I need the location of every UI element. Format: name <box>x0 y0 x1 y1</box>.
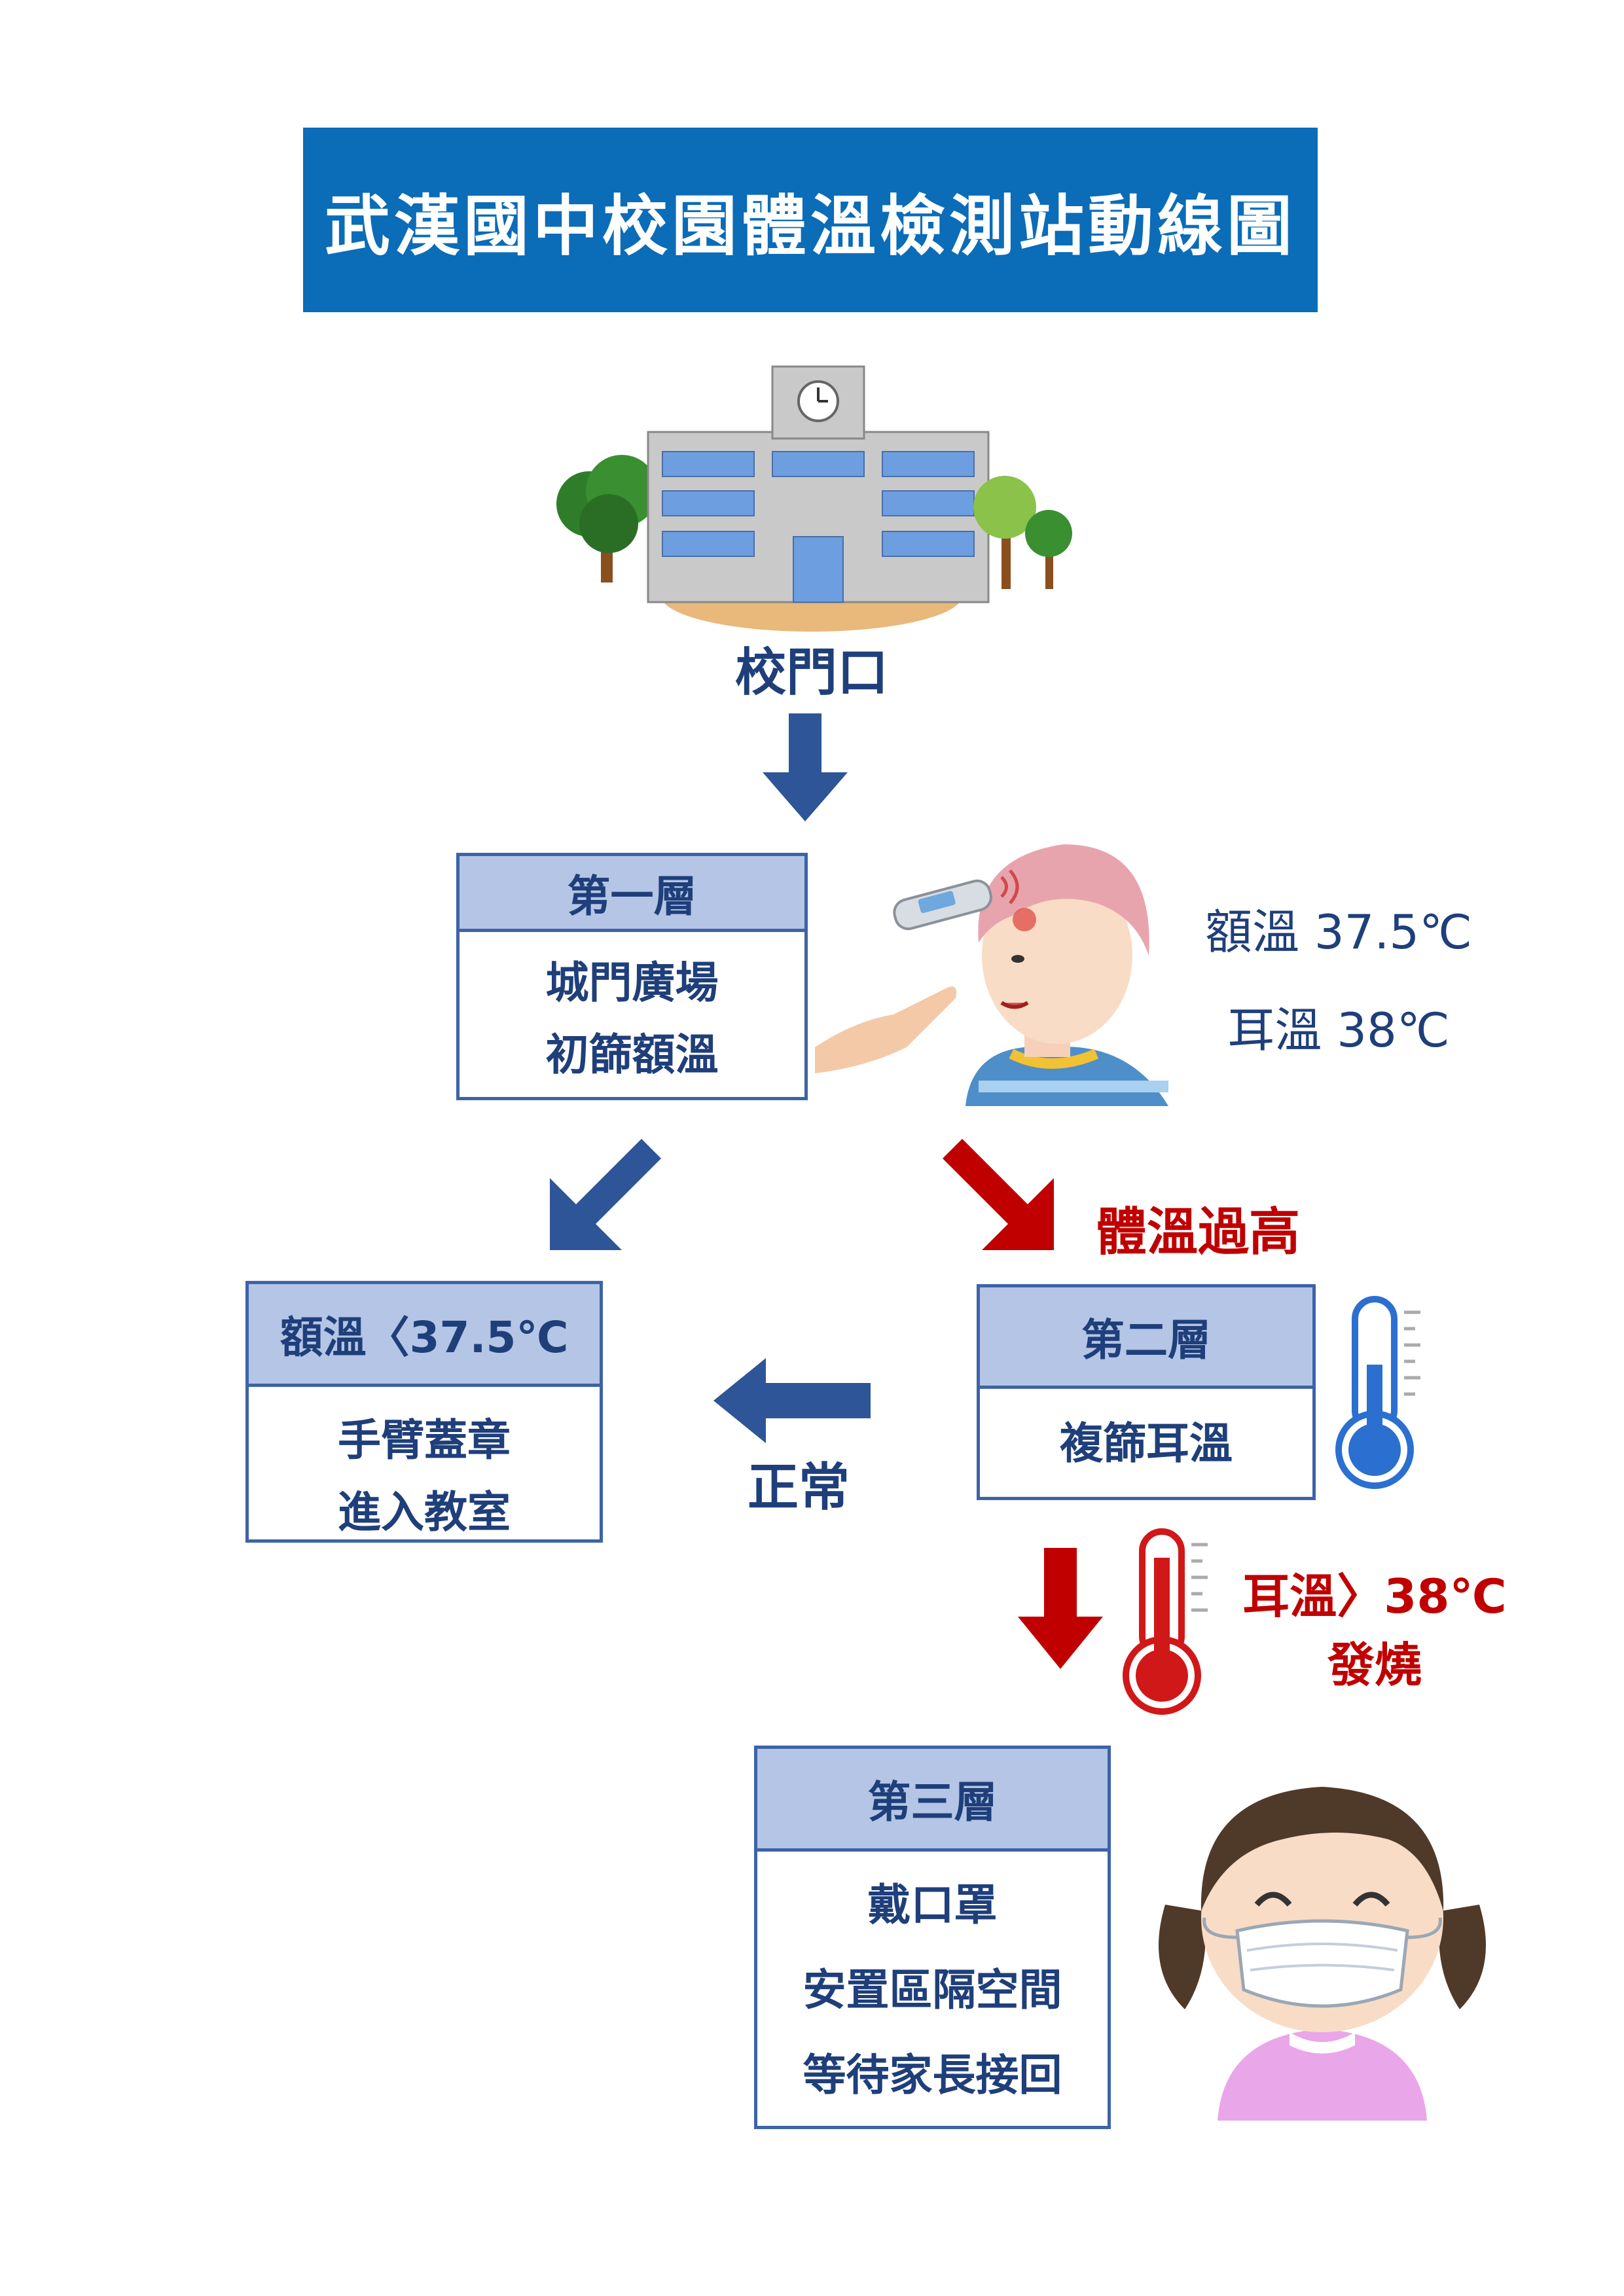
school-building-illustration <box>556 365 1072 632</box>
normal-header: 額溫〈37.5℃ <box>249 1284 600 1387</box>
title-banner: 武漢國中校園體溫檢測站動線圖 <box>303 128 1318 312</box>
layer3-line-3: 等待家長接回 <box>803 2050 1062 2100</box>
fever-threshold: 耳溫〉38℃ <box>1242 1569 1507 1624</box>
layer1-header: 第一層 <box>460 856 804 932</box>
normal-line-1: 手臂蓋章 <box>338 1415 511 1465</box>
layer3-line-2: 安置區隔空間 <box>803 1965 1062 2015</box>
arrow-left-blue <box>713 1358 871 1443</box>
layer1-box: 第一層 城門廣場 初篩額溫 <box>456 853 808 1100</box>
layer3-line-1: 戴口罩 <box>867 1880 998 1930</box>
forehead-thermometer-illustration <box>815 844 1168 1106</box>
page-title: 武漢國中校園體溫檢測站動線圖 <box>325 187 1296 264</box>
high-temp-label: 體溫過高 <box>1095 1203 1300 1262</box>
layer2-header: 第二層 <box>980 1287 1312 1389</box>
forehead-threshold: 額溫 37.5℃ <box>1204 905 1473 960</box>
arrow-down-blue-1 <box>763 713 848 821</box>
layer2-line-1: 複篩耳溫 <box>1060 1418 1233 1469</box>
fever-label: 發燒 <box>1327 1638 1422 1693</box>
girl-with-mask-illustration <box>1159 1787 1486 2121</box>
ear-threshold: 耳溫 38℃ <box>1227 1003 1450 1058</box>
layer1-line-2: 初篩額溫 <box>545 1030 719 1080</box>
arrow-down-red <box>1018 1548 1103 1669</box>
layer3-header: 第三層 <box>757 1749 1108 1852</box>
arrow-down-left-blue <box>550 1139 661 1250</box>
thermometer-red-icon <box>1123 1528 1208 1715</box>
normal-line-2: 進入教室 <box>338 1487 511 1537</box>
layer2-box: 第二層 複篩耳溫 <box>977 1284 1316 1500</box>
gate-label: 校門口 <box>734 643 888 702</box>
arrow-down-right-red <box>943 1139 1054 1250</box>
normal-label: 正常 <box>747 1458 850 1517</box>
layer3-box: 第三層 戴口罩 安置區隔空間 等待家長接回 <box>754 1746 1111 2129</box>
normal-box: 額溫〈37.5℃ 手臂蓋章 進入教室 <box>245 1281 603 1543</box>
layer1-line-1: 城門廣場 <box>545 958 719 1008</box>
thermometer-blue-icon <box>1335 1296 1420 1489</box>
